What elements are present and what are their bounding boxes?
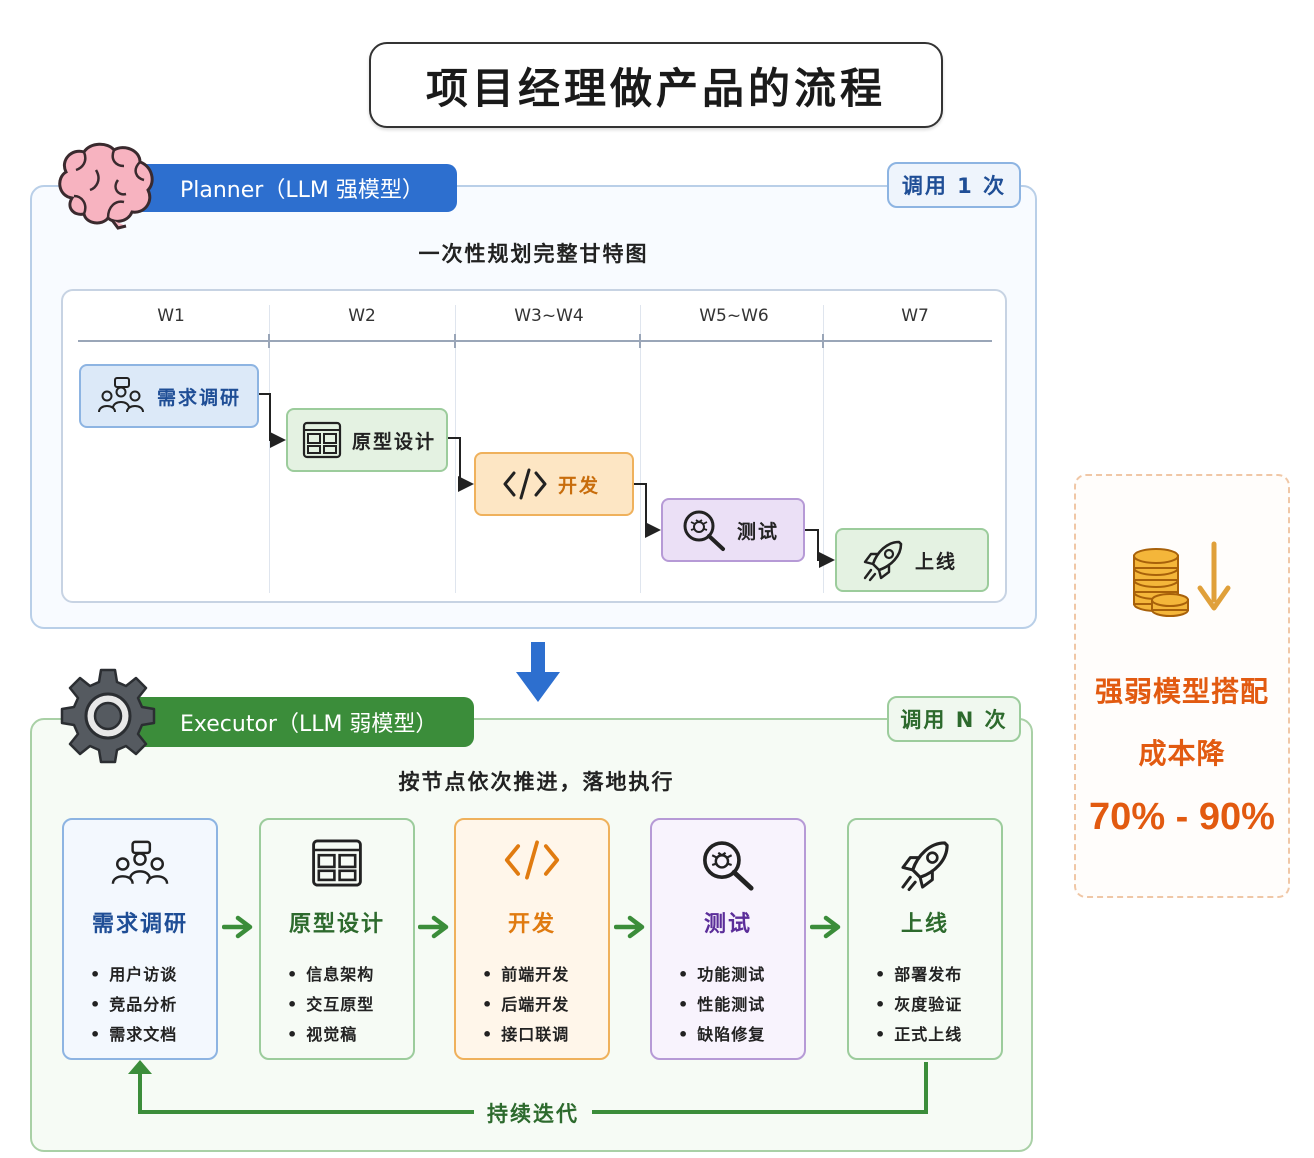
step-item: 信息架构: [287, 960, 374, 990]
gantt-task-label: 上线: [915, 550, 958, 573]
gantt-timeline: [78, 340, 992, 342]
step-card-research: 需求调研 用户访谈 竞品分析 需求文档: [62, 818, 218, 1060]
gantt-task-label: 原型设计: [352, 430, 437, 453]
arrow-right-icon: [418, 915, 449, 939]
step-item: 正式上线: [875, 1020, 962, 1050]
cost-card: [1074, 474, 1290, 898]
iteration-label: 持续迭代: [474, 1098, 592, 1128]
gantt-task-label: 开发: [558, 474, 601, 497]
wireframe-icon: [312, 839, 362, 887]
step-title: 开发: [507, 912, 556, 937]
rocket-icon: [863, 540, 903, 582]
week-label-w5-w6: W5~W6: [699, 306, 769, 326]
gantt-task-launch: 上线: [835, 528, 989, 592]
arrow-right-icon: [222, 915, 253, 939]
step-item: 缺陷修复: [678, 1020, 765, 1050]
step-card-testing: 测试 功能测试 性能测试 缺陷修复: [650, 818, 806, 1060]
step-card-launch: 上线 部署发布 灰度验证 正式上线: [847, 818, 1003, 1060]
cost-percent: 70% - 90%: [1089, 796, 1275, 838]
gantt-task-research: 需求调研: [79, 364, 259, 428]
rocket-icon: [901, 841, 949, 892]
gantt-task-label: 需求调研: [157, 386, 242, 409]
coins-down-icon: [1133, 541, 1231, 617]
step-item: 用户访谈: [90, 960, 177, 990]
gantt-task-development: 开发: [474, 452, 634, 516]
week-label-w3-w4: W3~W4: [514, 306, 584, 326]
week-label-w1: W1: [157, 306, 185, 326]
step-card-development: 开发 前端开发 后端开发 接口联调: [454, 818, 610, 1060]
arrow-right-icon: [810, 915, 841, 939]
column-divider: [455, 305, 456, 593]
planner-subtitle: 一次性规划完整甘特图: [418, 242, 649, 266]
timeline-tick: [639, 334, 641, 348]
wireframe-icon: [302, 421, 342, 459]
gantt-task-label: 测试: [737, 520, 780, 543]
gantt-task-testing: 测试: [661, 498, 805, 562]
step-title: 测试: [703, 912, 752, 937]
executor-header: Executor（LLM 弱模型）: [106, 697, 474, 747]
planner-header: Planner（LLM 强模型）: [106, 164, 457, 212]
code-icon: [503, 468, 547, 500]
cost-headline: 强弱模型搭配: [1094, 675, 1269, 708]
bug-search-icon: [703, 841, 754, 891]
bug-search-icon: [683, 510, 725, 551]
column-divider: [640, 305, 641, 593]
step-item: 灰度验证: [875, 990, 962, 1020]
step-item: 接口联调: [482, 1020, 569, 1050]
arrow-right-icon: [614, 915, 645, 939]
step-title: 上线: [900, 912, 949, 937]
step-title: 原型设计: [288, 912, 385, 937]
gear-icon: [60, 668, 156, 764]
step-item: 前端开发: [482, 960, 569, 990]
code-icon: [504, 840, 560, 880]
step-item: 竞品分析: [90, 990, 177, 1020]
gantt-task-prototype: 原型设计: [286, 408, 448, 472]
team-icon: [111, 840, 169, 884]
brain-icon: [58, 142, 154, 230]
column-divider: [269, 305, 270, 593]
step-item: 需求文档: [90, 1020, 177, 1050]
column-divider: [823, 305, 824, 593]
week-label-w2: W2: [348, 306, 376, 326]
timeline-tick: [454, 334, 456, 348]
step-item: 后端开发: [482, 990, 569, 1020]
executor-calls-badge: 调用 N 次: [887, 696, 1021, 742]
step-item: 部署发布: [875, 960, 962, 990]
step-item: 交互原型: [287, 990, 374, 1020]
cost-subline: 成本降: [1138, 737, 1226, 770]
page-title: 项目经理做产品的流程: [369, 42, 943, 128]
down-arrow-icon: [516, 642, 560, 702]
team-icon: [98, 377, 144, 413]
step-title: 需求调研: [91, 912, 188, 937]
timeline-tick: [822, 334, 824, 348]
step-item: 功能测试: [678, 960, 765, 990]
timeline-tick: [268, 334, 270, 348]
planner-calls-badge: 调用 1 次: [887, 162, 1021, 208]
step-item: 性能测试: [678, 990, 765, 1020]
step-card-prototype: 原型设计 信息架构 交互原型 视觉稿: [259, 818, 415, 1060]
executor-subtitle: 按节点依次推进，落地执行: [398, 770, 675, 794]
step-item: 视觉稿: [287, 1020, 374, 1050]
week-label-w7: W7: [901, 306, 929, 326]
